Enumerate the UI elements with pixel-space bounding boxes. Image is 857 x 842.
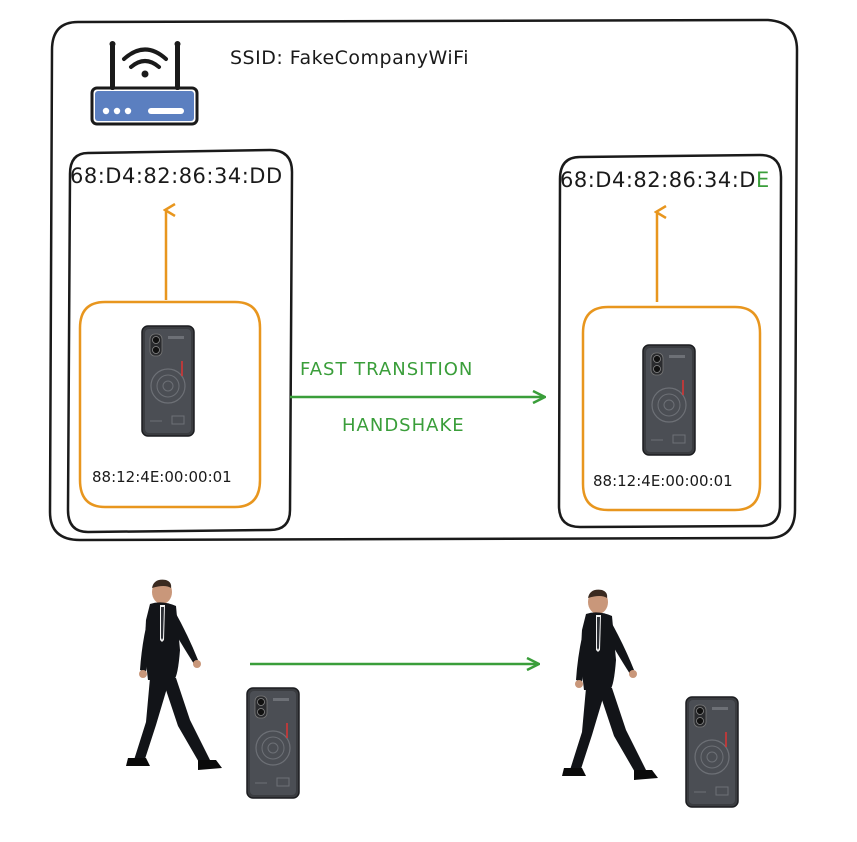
- ap-right-mac-diff: E: [756, 168, 770, 192]
- walking-man-icon: [562, 589, 658, 780]
- phone-icon: [685, 696, 739, 808]
- ap-right-box: [557, 153, 783, 529]
- network-boundary: [48, 18, 799, 542]
- ap-left-mac: 68:D4:82:86:34:DD: [70, 164, 283, 188]
- ssid-label: SSID: FakeCompanyWiFi: [230, 47, 469, 69]
- transition-line2: HANDSHAKE: [342, 415, 465, 436]
- client-right-mac: 88:12:4E:00:00:01: [593, 472, 733, 490]
- ap-right-mac-prefix: 68:D4:82:86:34:D: [560, 168, 756, 192]
- client-left-box: [78, 300, 262, 509]
- transition-line1: FAST TRANSITION: [300, 359, 473, 380]
- phone-icon: [642, 344, 696, 456]
- ap-left-box: [66, 148, 294, 534]
- phone-icon: [246, 687, 300, 799]
- client-right-box: [581, 305, 762, 512]
- ap-right-mac: 68:D4:82:86:34:DE: [560, 168, 770, 192]
- phone-icon: [141, 325, 195, 437]
- client-left-mac: 88:12:4E:00:00:01: [92, 468, 232, 486]
- walking-man-icon: [126, 579, 222, 770]
- router-icon: [90, 41, 199, 126]
